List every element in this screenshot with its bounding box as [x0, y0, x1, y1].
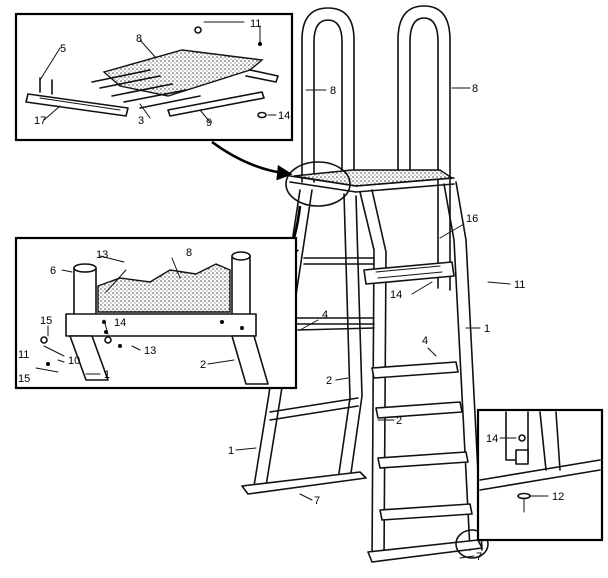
callout-15-a: 15: [40, 315, 52, 327]
callout-12: 12: [552, 491, 564, 503]
callout-8-left-rail: 8: [330, 85, 336, 97]
callout-8-right-rail: 8: [472, 83, 478, 95]
callout-2-center: 2: [396, 415, 402, 427]
callout-11-main: 11: [514, 279, 525, 291]
callout-14-main: 14: [390, 289, 402, 301]
inset-platform-bracket: [14, 236, 298, 390]
callout-14-top-inset: 14: [278, 110, 290, 122]
callout-2-mid-inset: 2: [200, 359, 206, 371]
callout-16: 16: [466, 213, 478, 225]
callout-6: 6: [50, 265, 56, 277]
pointer-arrow-top: [211, 140, 293, 181]
callout-13-top: 13: [96, 249, 108, 261]
callout-10: 10: [68, 355, 80, 367]
ladder-steps: [295, 257, 473, 521]
callout-7-left: 7: [314, 495, 320, 507]
callout-1-left: 1: [228, 445, 234, 457]
callout-8-mid-inset: 8: [186, 247, 192, 259]
main-leader-lines: [235, 87, 511, 559]
inset-platform-exploded: [14, 12, 294, 142]
callout-14-mid-inset: 14: [114, 317, 126, 329]
callout-11-top-inset: 11: [250, 18, 261, 30]
callout-1-right: 1: [484, 323, 490, 335]
callout-1-mid-inset: 1: [104, 369, 110, 381]
callout-2-mid: 2: [326, 375, 332, 387]
foot-right: [367, 539, 483, 563]
main-ladder: [241, 5, 483, 563]
callout-9: 9: [206, 117, 212, 129]
handrail-left: [301, 7, 355, 183]
callout-labels: 8 11 5 17 3 9 14 8 8 16 11 14 1 4 4 2 2 …: [18, 18, 564, 563]
callout-17: 17: [34, 115, 46, 127]
callout-3: 3: [138, 115, 144, 127]
zoom-circle-bottom: [455, 529, 489, 559]
zoom-circle-top: [285, 161, 351, 207]
callout-4-left: 4: [322, 309, 328, 321]
inset-foot-detail: [476, 408, 604, 542]
callout-5: 5: [60, 43, 66, 55]
callout-14-br-inset: 14: [486, 433, 498, 445]
callout-4-right: 4: [422, 335, 428, 347]
callout-7-right: 7: [476, 551, 482, 563]
callout-8-top-inset: 8: [136, 33, 142, 45]
platform-deck: [289, 169, 455, 193]
callout-13-bottom: 13: [144, 345, 156, 357]
callout-15-b: 15: [18, 373, 30, 385]
handrail-right: [397, 5, 451, 291]
callout-11-mid-inset: 11: [18, 349, 29, 361]
